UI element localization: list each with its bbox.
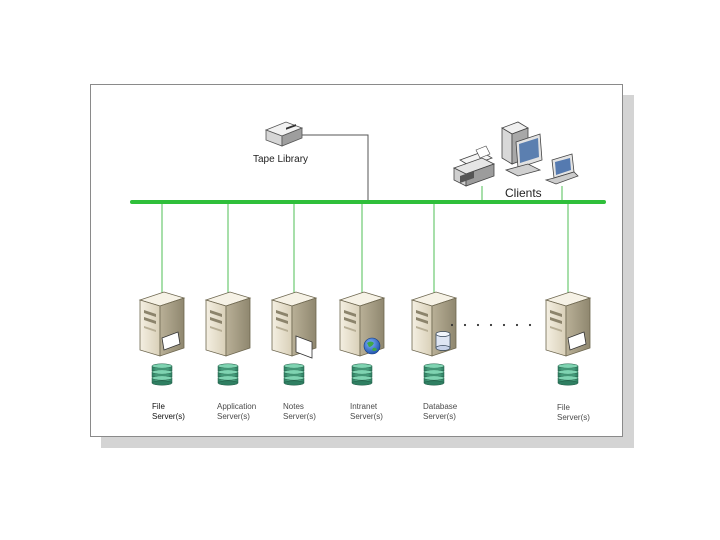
printer-icon [452,145,496,187]
laptop-icon [544,153,579,185]
server-label-0: File Server(s) [152,402,185,421]
ellipsis-dot [489,323,493,327]
more-servers-ellipsis [450,323,532,327]
server-links [161,202,569,293]
tape-library-label: Tape Library [253,154,309,165]
server-label-4: Database Server(s) [423,402,458,421]
folder-badge-icon [161,331,181,351]
server-label-5: File Server(s) [557,403,590,422]
disk-stack-icon [217,363,239,386]
ellipsis-dot [528,323,532,327]
ellipsis-dot [476,323,480,327]
file-server-icon [138,291,186,357]
disk-stack-icon [557,363,579,386]
database-badge-icon [435,331,451,351]
tape-library-icon [264,121,304,147]
desktop-computer-icon [501,121,543,177]
ellipsis-dot [450,323,454,327]
server-label-2: Notes Server(s) [283,402,316,421]
disk-stack-icon [423,363,445,386]
folder-badge-icon [567,331,587,351]
server-group [138,291,592,386]
file-server-icon [544,291,592,357]
database-server-icon [410,291,458,357]
server-label-3: Intranet Server(s) [350,402,383,421]
globe-badge-icon [363,337,381,355]
clients-label: Clients [505,186,542,200]
disk-stack-icon [283,363,305,386]
ellipsis-dot [515,323,519,327]
notes-server-icon [270,291,318,359]
disk-stack-icon [351,363,373,386]
note-badge-icon [295,335,313,359]
ellipsis-dot [463,323,467,327]
application-server-icon [204,291,252,357]
disk-stack-icon [151,363,173,386]
intranet-server-icon [338,291,386,357]
ellipsis-dot [502,323,506,327]
tape-library-link [302,134,369,202]
server-label-1: Application Server(s) [217,402,257,421]
